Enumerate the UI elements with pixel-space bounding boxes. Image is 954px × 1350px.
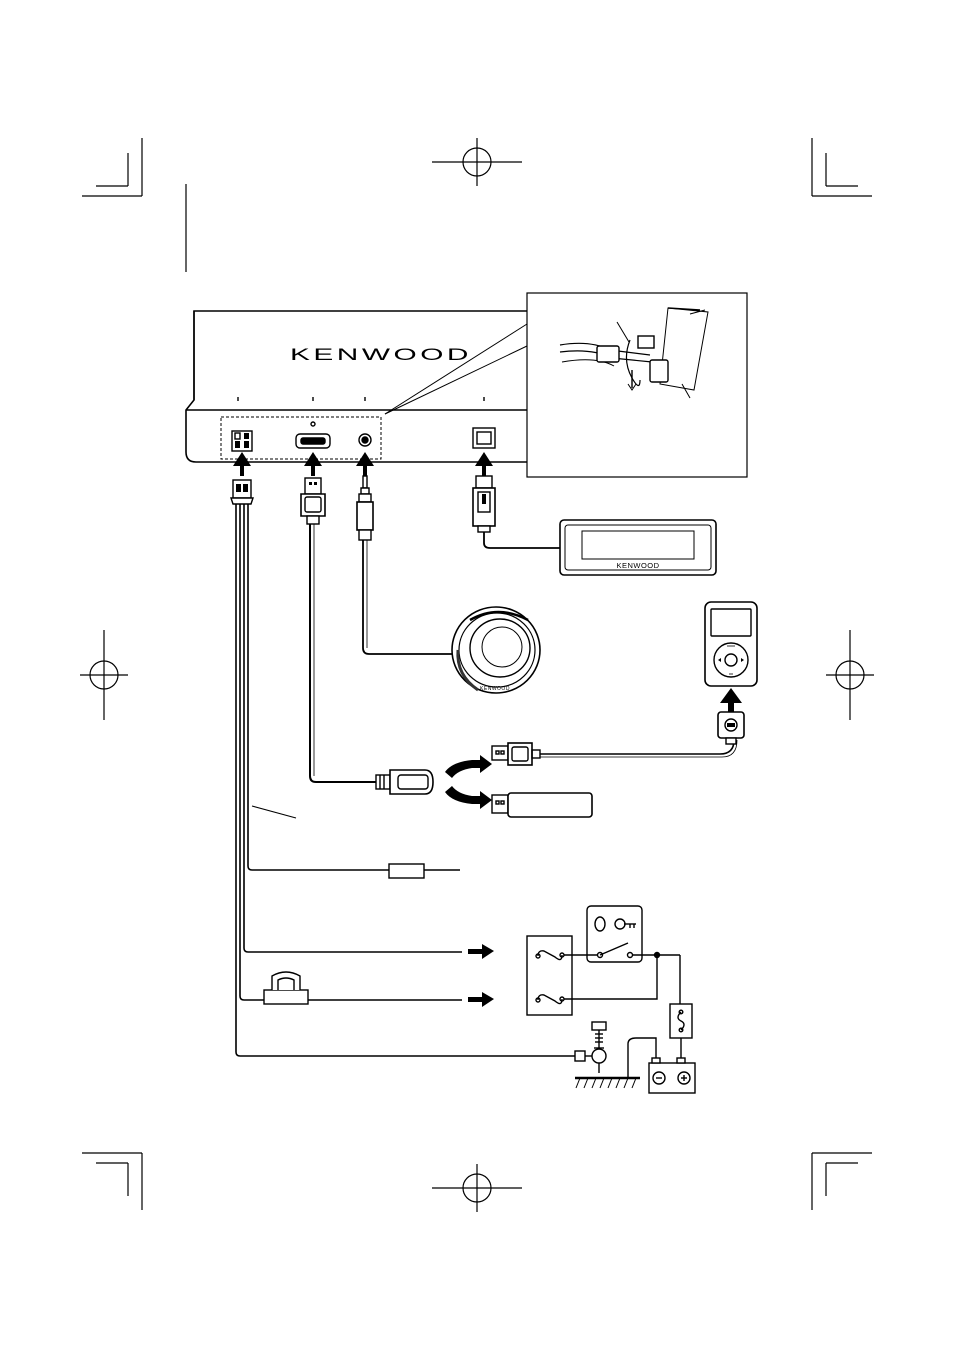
main-unit-logo: KENWOOD (290, 345, 472, 364)
usb-memory-stick (492, 793, 592, 817)
ignition-switch (587, 906, 642, 962)
wire-arrows (468, 944, 494, 1007)
registration-target-left (80, 630, 128, 720)
power-harness (231, 480, 575, 1056)
ground-terminal (575, 1022, 656, 1088)
registration-target-bottom (432, 1164, 522, 1212)
display-unit: KENWOOD (560, 520, 716, 575)
registration-target-top (432, 138, 522, 186)
battery (649, 1058, 695, 1093)
display-unit-logo: KENWOOD (616, 561, 659, 570)
ipod-device (705, 602, 757, 686)
ipod-cable (492, 712, 744, 765)
aux-cable (357, 476, 452, 654)
inline-fuse-holder (264, 972, 308, 1004)
speaker: KENWOOD (452, 607, 540, 693)
display-cable (473, 476, 562, 548)
main-unit: KENWOOD (186, 311, 550, 462)
remote-wire-connector (389, 864, 424, 878)
vehicle-fuse-box (527, 936, 572, 1015)
ipod-arrow (720, 688, 742, 712)
registration-target-right (826, 630, 874, 720)
speaker-logo: KENWOOD (480, 686, 510, 692)
usb-branch-arrows (445, 755, 492, 809)
